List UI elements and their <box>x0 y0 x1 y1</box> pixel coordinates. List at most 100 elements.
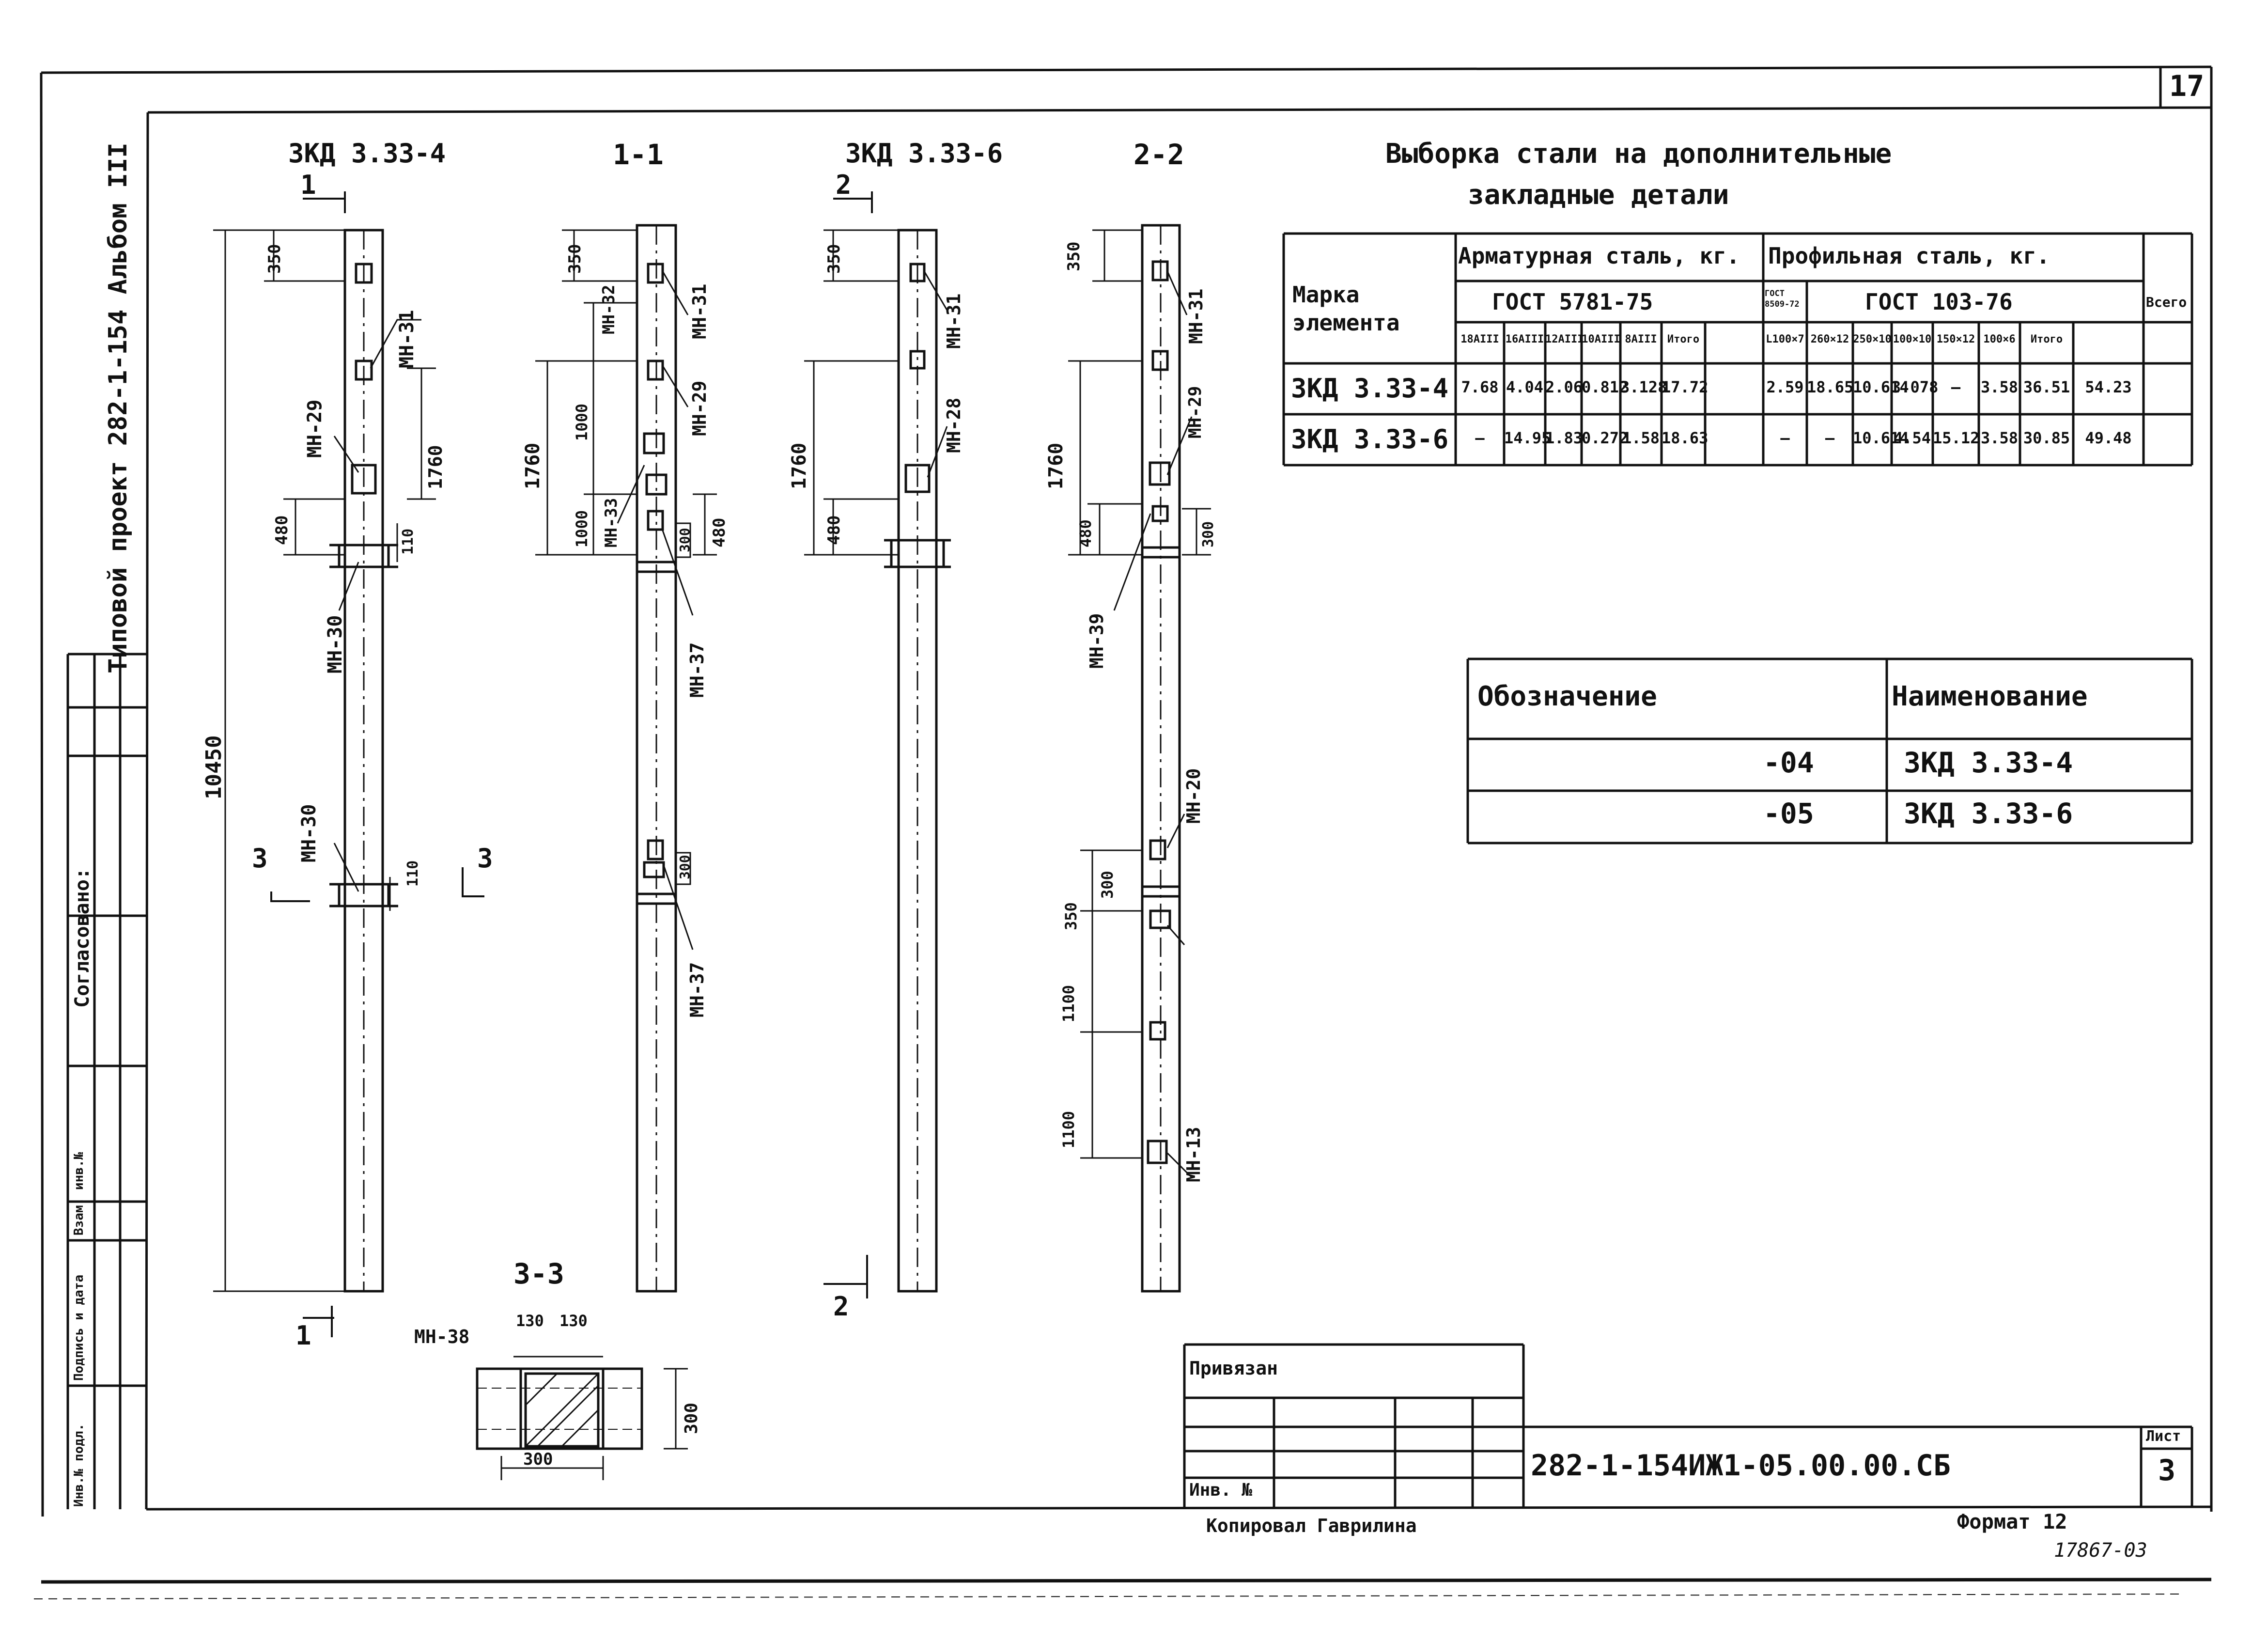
steel-row-value: 4.54 <box>1893 429 1931 447</box>
steel-subheader: 16AIII <box>1505 333 1544 345</box>
inv-replace-label: Взам. инв.№ <box>72 1152 86 1235</box>
label-mn-29-s22: МН-29 <box>1185 386 1205 438</box>
dim-110-lower: 110 <box>404 860 421 887</box>
steel-row-value: 0.812 <box>1582 378 1629 396</box>
steel-row-value: 18.65 <box>1807 378 1854 396</box>
steel-row-value: — <box>1951 378 1961 396</box>
steel-subheader: L100×7 <box>1766 333 1804 345</box>
steel-row-value: 36.51 <box>2023 378 2070 396</box>
linked-label: Привязан <box>1189 1358 1278 1379</box>
designation-row-1-code: -04 <box>1763 746 1814 779</box>
designation-header-name: Наименование <box>1892 681 2088 712</box>
steel-row-value: 3.58 <box>1980 378 2019 396</box>
steel-row-value: 3.078 <box>1892 378 1939 396</box>
steel-row-value: 18.63 <box>1662 429 1709 447</box>
steel-row-value: — <box>1475 429 1485 447</box>
dim-130-right: 130 <box>559 1312 588 1330</box>
project-stamp: Типовой проект 282-1-154 Альбом III <box>104 142 133 673</box>
steel-subheader: 250×10 <box>1853 333 1892 345</box>
cut-mark-2-bottom: 2 <box>833 1291 849 1322</box>
steel-row-mark: ЗКД 3.33-4 <box>1291 373 1449 404</box>
dim-300-s11-lower: 300 <box>677 855 693 879</box>
dim-480-v3: 480 <box>824 515 844 545</box>
copied-by: Копировал Гаврилина <box>1206 1515 1417 1536</box>
label-mn-29: МН-29 <box>304 399 326 458</box>
dim-300-s22-lower: 300 <box>1098 871 1117 899</box>
steel-row-value: 7.68 <box>1461 378 1499 396</box>
designation-header-code: Обозначение <box>1477 681 1657 712</box>
label-mn-20: МН-20 <box>1183 768 1204 824</box>
dim-480-s22: 480 <box>1076 519 1095 547</box>
cut-mark-3-left: 3 <box>252 843 268 874</box>
steel-row-value: 17.72 <box>1662 378 1709 396</box>
label-mn-30: МН-30 <box>324 615 346 673</box>
inv-no-label: Инв. № <box>1189 1480 1253 1500</box>
label-mn-31: МН-31 <box>396 310 418 368</box>
label-mn-37: МН-37 <box>686 642 708 698</box>
view-title-section-2-2: 2-2 <box>1134 138 1184 171</box>
sign-date-label: Подпись и дата <box>72 1274 86 1381</box>
steel-row-value: 2.06 <box>1545 378 1583 396</box>
steel-table-title-1: Выборка стали на дополнительные <box>1385 138 1892 170</box>
steel-row-value: 3.128 <box>1620 378 1667 396</box>
steel-header-gost5781: ГОСТ 5781-75 <box>1492 289 1653 315</box>
dim-350-s11: 350 <box>565 244 585 274</box>
steel-row-value: 0.272 <box>1582 429 1629 447</box>
steel-row-value: 10.614 <box>1853 429 1909 447</box>
label-mn-33: МН-33 <box>602 498 621 547</box>
view-title-section-1-1: 1-1 <box>613 138 664 171</box>
steel-subheader: 260×12 <box>1810 333 1849 345</box>
steel-subheader: 100×6 <box>1983 333 2016 345</box>
steel-row-value: 4.04 <box>1506 378 1544 396</box>
steel-row-value: 1.58 <box>1622 429 1660 447</box>
dim-480-s11: 480 <box>710 517 729 547</box>
dim-480: 480 <box>272 515 292 545</box>
dim-1100-lower: 1100 <box>1059 1110 1078 1148</box>
sheet-label: Лист <box>2146 1428 2181 1445</box>
steel-subheader: 10AIII <box>1582 333 1620 345</box>
steel-header-gost8509: ГОСТ 8509-72 <box>1765 289 1800 310</box>
steel-table-title-2: закладные детали <box>1468 179 1729 211</box>
format-label: Формат 12 <box>1957 1510 2067 1533</box>
steel-subheader: Итого <box>1667 333 1700 345</box>
steel-subheader: 100×10 <box>1893 333 1932 345</box>
agreed-label: Согласовано: <box>71 868 93 1008</box>
dim-300-s22: 300 <box>1200 521 1217 547</box>
sheet-number: 17 <box>2169 69 2205 103</box>
steel-header-gost103: ГОСТ 103-76 <box>1865 289 2013 315</box>
label-mn-31-s22: МН-31 <box>1185 288 1207 344</box>
label-mn-28: МН-28 <box>943 397 964 453</box>
view-title-zkd-3-33-4: ЗКД 3.33-4 <box>288 138 446 169</box>
steel-subheader: Итого <box>2030 333 2063 345</box>
label-mn-38: МН-38 <box>414 1326 470 1347</box>
dim-350-s22-lower: 350 <box>1062 902 1080 930</box>
steel-subheader: 12AIII <box>1545 333 1584 345</box>
dim-350-s22: 350 <box>1064 241 1084 271</box>
document-code: 282-1-154ИЖ1-05.00.00.СБ <box>1531 1449 1951 1483</box>
steel-row-value: — <box>1780 429 1790 447</box>
steel-row-value: 10.614 <box>1853 378 1909 396</box>
steel-row-mark: ЗКД 3.33-6 <box>1291 424 1449 454</box>
steel-header-total: Всего <box>2146 294 2187 310</box>
dim-10450: 10450 <box>202 735 226 799</box>
cut-mark-1-bottom: 1 <box>295 1320 311 1351</box>
cut-mark-1-top: 1 <box>300 170 316 200</box>
dim-1000-lower: 1000 <box>573 510 591 547</box>
label-mn-32: МН-32 <box>599 284 619 334</box>
dim-1100-upper: 1100 <box>1059 985 1078 1022</box>
label-mn-31-s11: МН-31 <box>689 283 710 339</box>
dim-1760-s11: 1760 <box>522 442 544 489</box>
steel-row-value: 15.12 <box>1933 429 1980 447</box>
dim-350-v3: 350 <box>824 244 844 274</box>
label-mn-37-lower: МН-37 <box>686 962 708 1017</box>
dim-300-section: 300 <box>682 1402 701 1434</box>
designation-row-2-code: -05 <box>1763 797 1814 830</box>
dim-300-bottom: 300 <box>523 1450 553 1469</box>
sheet-value: 3 <box>2158 1454 2176 1487</box>
label-mn-13: МН-13 <box>1183 1126 1204 1182</box>
steel-row-value: — <box>1825 429 1835 447</box>
steel-row-value: 49.48 <box>2085 429 2132 447</box>
steel-header-mark: Марка элемента <box>1292 281 1400 336</box>
